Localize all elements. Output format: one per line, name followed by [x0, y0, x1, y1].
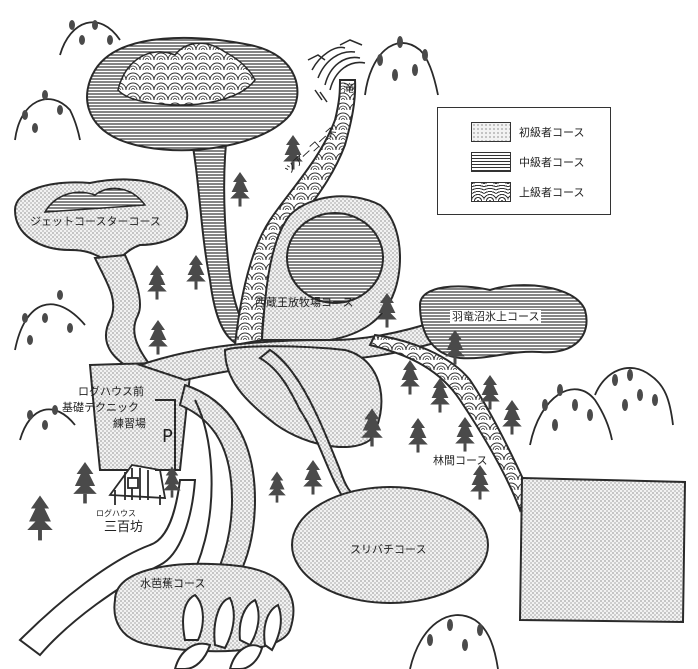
tree-icon: [163, 466, 181, 491]
hill: [409, 614, 499, 669]
jet-coaster-connector: [93, 253, 152, 366]
tree-icon: [408, 418, 428, 445]
tree-icon: [361, 408, 383, 438]
tree-icon: [400, 360, 420, 387]
tree-trunk: [453, 356, 457, 365]
skunk-cabbage-plants: [173, 593, 282, 669]
label-loghouse-front: ログハウス前: [78, 385, 144, 398]
tree-icon: [502, 400, 522, 427]
tree-trunk: [170, 490, 174, 498]
hill-dots: [22, 20, 658, 651]
label-nishizao-course: 西蔵王放牧場コース: [255, 296, 354, 309]
trail-down-left: [18, 479, 197, 657]
trees: [27, 135, 522, 541]
tree-trunk: [275, 495, 279, 503]
tree-icon: [27, 495, 53, 530]
tree-icon: [455, 417, 475, 444]
tree-trunk: [311, 486, 315, 495]
tree-trunk: [156, 346, 160, 355]
tree-trunk: [463, 443, 467, 452]
label-jet-coaster-course: ジェットコースターコース: [30, 215, 161, 228]
label-basic-technique: 基礎テクニック: [62, 401, 139, 414]
tree-trunk: [370, 437, 374, 447]
label-waterfall: 滝: [343, 82, 354, 95]
tree-trunk: [416, 444, 420, 453]
hill: [59, 21, 121, 56]
parking-icon: P: [162, 426, 173, 447]
tree-trunk: [238, 198, 242, 207]
legend-label: 初級者コース: [519, 126, 585, 139]
stripes-swatch-icon: [471, 152, 511, 172]
tree-trunk: [438, 404, 442, 413]
tree-icon: [148, 320, 168, 347]
tree-icon: [283, 135, 303, 162]
suribachi-course: [291, 486, 489, 604]
tree-trunk: [38, 530, 42, 541]
tree-icon: [480, 375, 500, 402]
label-rinkan-course: 林間コース: [433, 454, 488, 467]
tree-trunk: [510, 426, 514, 435]
hill: [364, 42, 439, 96]
tree-trunk: [478, 491, 482, 500]
legend-label: 上級者コース: [519, 186, 585, 199]
legend-item-advanced: 上級者コース: [471, 182, 584, 202]
hill: [14, 303, 86, 351]
label-loghouse-name: 三百坊: [104, 520, 144, 535]
nishizao-inner-pond: [286, 212, 384, 304]
tree-icon: [303, 460, 323, 487]
summit-advanced-mound: [117, 42, 256, 106]
tree-trunk: [83, 493, 87, 504]
map-legend: 初級者コース 中級者コース 上級者コース: [437, 107, 611, 215]
tree-icon: [377, 293, 397, 320]
parking-area-outline: [155, 399, 176, 471]
label-mizubasho-course: 水芭蕉コース: [140, 577, 206, 590]
tree-icon: [230, 172, 250, 199]
tree-trunk: [291, 161, 295, 170]
tree-icon: [445, 330, 465, 357]
legend-item-beginner: 初級者コース: [471, 122, 584, 142]
rinkan-course: [368, 333, 530, 513]
label-loghouse-small: ログハウス: [96, 509, 136, 518]
tree-trunk: [155, 291, 159, 300]
hill: [19, 408, 76, 441]
tree-icon: [147, 265, 167, 292]
waterfall-icon: [307, 39, 366, 103]
tree-trunk: [194, 281, 198, 290]
hill: [594, 367, 674, 426]
tree-icon: [470, 465, 490, 492]
tree-icon: [73, 462, 97, 494]
waves-swatch-icon: [471, 182, 511, 202]
tree-icon: [430, 378, 450, 405]
hills: [14, 21, 674, 669]
dots-swatch-icon: [471, 122, 511, 142]
tree-trunk: [488, 401, 492, 410]
jet-coaster-stripes: [43, 187, 147, 213]
label-suribachi-course: スリバチコース: [350, 543, 427, 556]
tree-trunk: [385, 319, 389, 328]
tree-icon: [268, 471, 286, 496]
tree-trunk: [408, 386, 412, 395]
label-practice-area: 練習場: [113, 417, 146, 430]
label-haryu-course: 羽竜沼氷上コース: [450, 310, 542, 323]
legend-item-intermediate: 中級者コース: [471, 152, 584, 172]
hill: [529, 388, 613, 446]
bottom-right-area: [518, 476, 687, 624]
legend-label: 中級者コース: [519, 156, 585, 169]
tree-icon: [186, 255, 206, 282]
